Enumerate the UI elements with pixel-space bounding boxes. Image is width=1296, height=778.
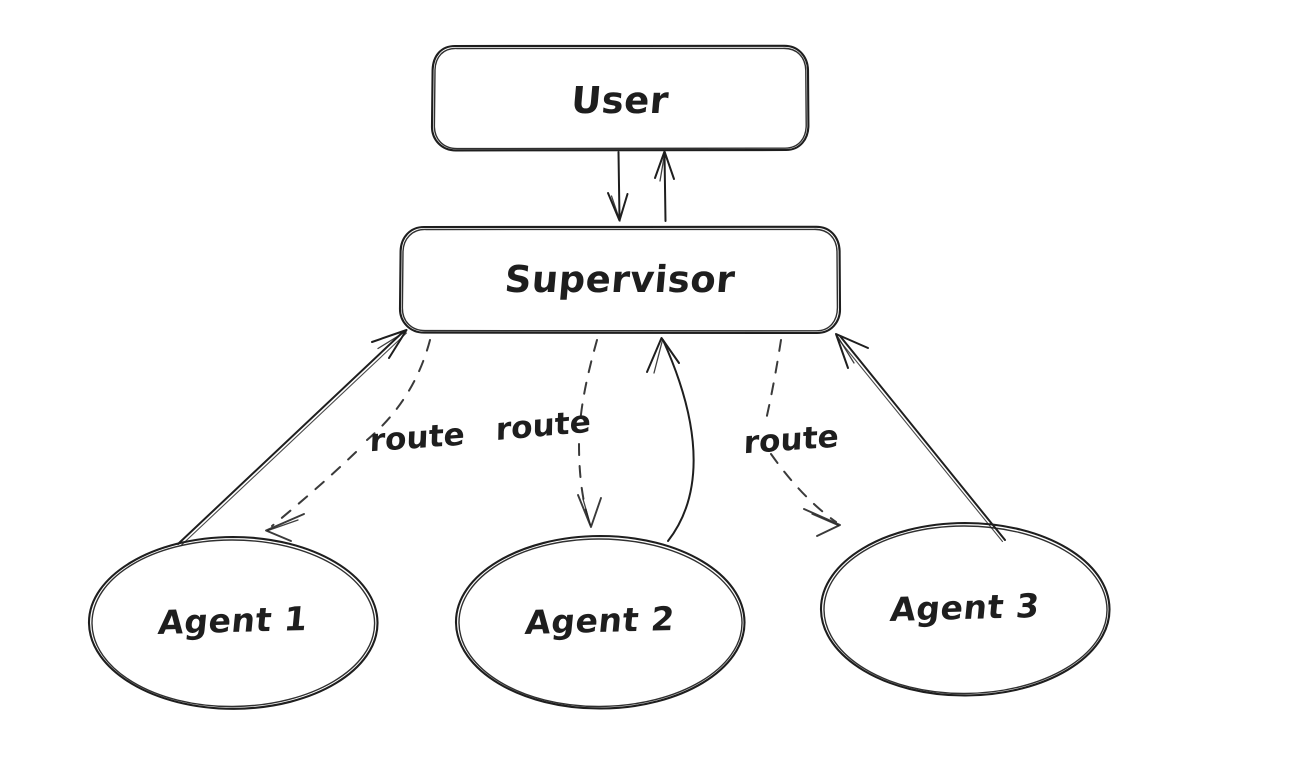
edge-agent2-to-supervisor [646, 337, 695, 542]
edge-supervisor-to-agent1 [265, 339, 431, 542]
edge-agent3-to-supervisor [835, 333, 1006, 543]
edge-user-to-supervisor [607, 151, 629, 222]
edge-supervisor-to-agent2 [577, 339, 602, 528]
node-label-user: User [569, 79, 671, 122]
edge-label-route-agent-1: route [369, 416, 466, 460]
node-user[interactable] [430, 44, 810, 152]
node-label-agent-2: Agent 2 [523, 599, 677, 642]
node-label-agent-3: Agent 3 [888, 586, 1042, 629]
edge-supervisor-to-user [654, 150, 675, 222]
node-supervisor[interactable] [398, 225, 842, 335]
edge-agent1-to-supervisor [177, 329, 408, 547]
node-agent-2[interactable] [454, 534, 746, 710]
edge-label-route-agent-3: route [743, 418, 840, 462]
edge-supervisor-to-agent3 [765, 339, 841, 537]
node-label-agent-1: Agent 1 [156, 599, 310, 642]
node-label-supervisor: Supervisor [502, 258, 738, 301]
node-agent-3[interactable] [819, 521, 1111, 697]
node-agent-1[interactable] [87, 535, 379, 710]
